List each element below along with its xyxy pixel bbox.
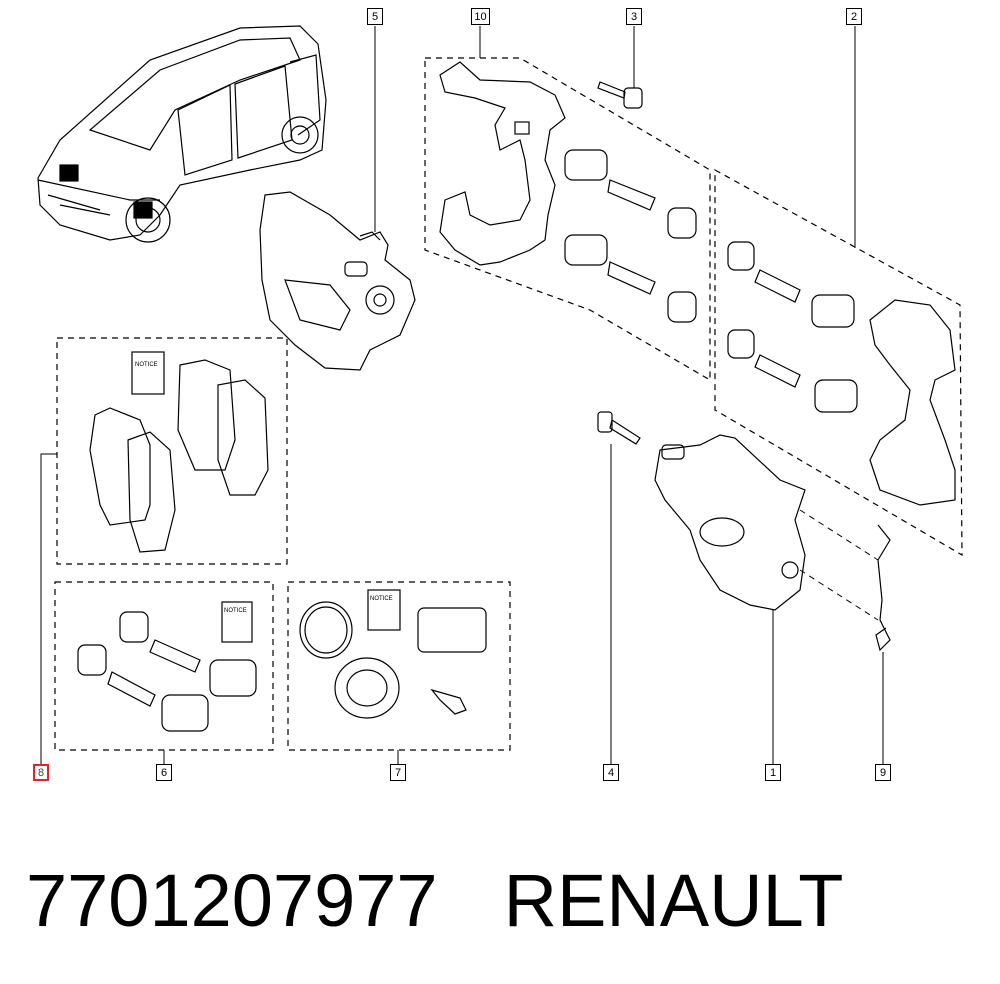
callout-1: 1: [765, 764, 781, 781]
part-4-bleed-screw: [597, 411, 641, 445]
part-6-guide-pin-kit: [77, 601, 257, 732]
part-8-brake-pads: [89, 351, 269, 553]
car-illustration: [37, 25, 327, 243]
kit-8-outline: [56, 337, 288, 565]
callout-7: 7: [390, 764, 406, 781]
part-2-guide-pins: [727, 241, 858, 413]
leader-lines: [40, 26, 884, 764]
part-5-caliper-housing: [259, 191, 416, 371]
kit-2-outline: [714, 168, 963, 557]
footer-caption: 7701207977 RENAULT: [26, 858, 843, 943]
kit-7-outline: [287, 581, 511, 751]
exploded-parts-diagram: NOTICE NOTICE NOTICE: [37, 25, 963, 764]
callout-4: 4: [603, 764, 619, 781]
part-7-repair-kit: [299, 589, 487, 719]
part-10-guide-pins: [564, 149, 697, 323]
part-1-caliper: [654, 434, 806, 611]
part-number: 7701207977: [26, 859, 438, 942]
callout-6: 6: [156, 764, 172, 781]
callout-5: 5: [367, 8, 383, 25]
callout-2: 2: [846, 8, 862, 25]
notice-label-7: NOTICE: [370, 596, 393, 602]
callout-8: 8: [33, 764, 49, 781]
callout-10: 10: [471, 8, 490, 25]
notice-label-8: NOTICE: [135, 362, 158, 368]
notice-label-6: NOTICE: [224, 608, 247, 614]
callout-3: 3: [626, 8, 642, 25]
part-10-carrier-bracket: [439, 61, 566, 266]
part-2-carrier-bracket: [869, 299, 956, 506]
part-3-bolt: [597, 81, 643, 109]
part-9-wear-sensor: [875, 524, 891, 652]
brand-name: RENAULT: [503, 859, 844, 942]
callout-9: 9: [875, 764, 891, 781]
kit-10-outline: [424, 57, 711, 382]
